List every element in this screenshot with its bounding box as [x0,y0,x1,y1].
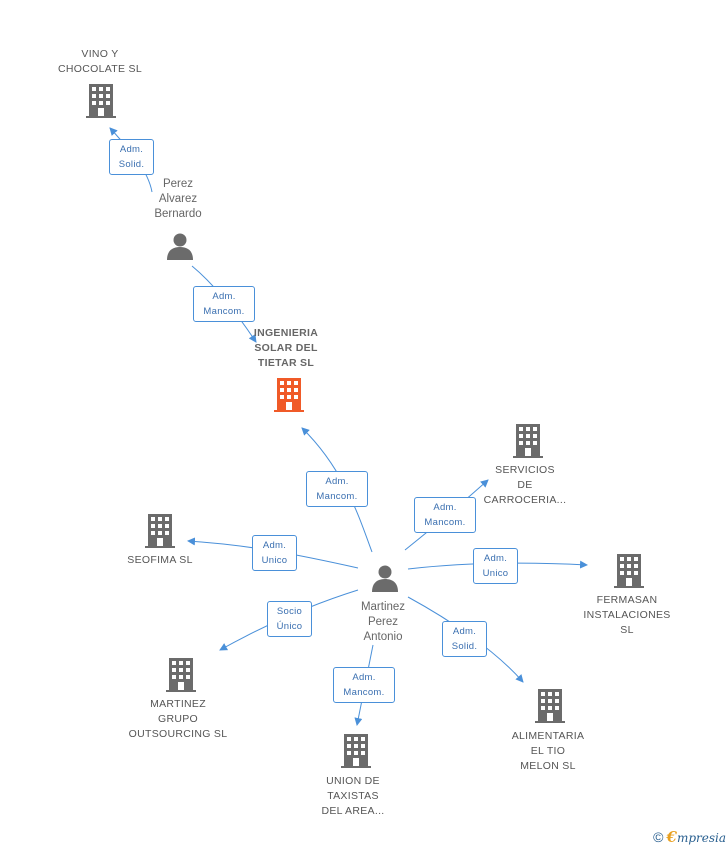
edge-label-martinez-grupo: Socio Único [267,601,312,637]
person-icon-perez[interactable] [166,232,194,260]
edge-label-martinez-alimentaria: Adm. Solid. [442,621,487,657]
company-label-servicios[interactable]: SERVICIOS DE CARROCERIA... [483,464,567,506]
edge-label-martinez-ingenieria: Adm. Mancom. [306,471,368,507]
company-label-seofima[interactable]: SEOFIMA SL [127,554,193,566]
company-label-taxistas[interactable]: UNION DE TAXISTAS DEL AREA... [321,775,385,817]
building-icon-taxistas[interactable] [341,734,371,768]
edge-label-perez-vino: Adm. Solid. [109,139,154,175]
building-icon-grupo[interactable] [166,658,196,692]
building-icon-fermasan[interactable] [614,554,644,588]
building-icon-alimentaria[interactable] [535,689,565,723]
edge-label-perez-ingenieria: Adm. Mancom. [193,286,255,322]
company-label-vino[interactable]: VINO Y CHOCOLATE SL [58,48,142,75]
person-label-perez[interactable]: Perez Alvarez Bernardo [154,178,202,220]
person-label-martinez[interactable]: Martinez Perez Antonio [360,601,406,643]
footer-brand[interactable]: ©€mpresia [653,828,726,846]
brand-logo: €mpresia [666,828,727,846]
company-label-alimentaria[interactable]: ALIMENTARIA EL TIO MELON SL [511,730,585,772]
building-icon-ingenieria[interactable] [274,378,304,412]
edge-label-martinez-seofima: Adm. Unico [252,535,297,571]
edge-label-martinez-servicios: Adm. Mancom. [414,497,476,533]
edge-label-martinez-fermasan: Adm. Unico [473,548,518,584]
person-icon-martinez[interactable] [371,564,399,592]
company-label-grupo[interactable]: MARTINEZ GRUPO OUTSOURCING SL [128,698,228,740]
building-icon-vino[interactable] [86,84,116,118]
company-label-ingenieria[interactable]: INGENIERIA SOLAR DEL TIETAR SL [253,327,319,369]
edge-label-martinez-taxistas: Adm. Mancom. [333,667,395,703]
company-label-fermasan[interactable]: FERMASAN INSTALACIONES SL [583,594,671,636]
copyright-symbol: © [653,829,664,845]
building-icon-servicios[interactable] [513,424,543,458]
building-icon-seofima[interactable] [145,514,175,548]
